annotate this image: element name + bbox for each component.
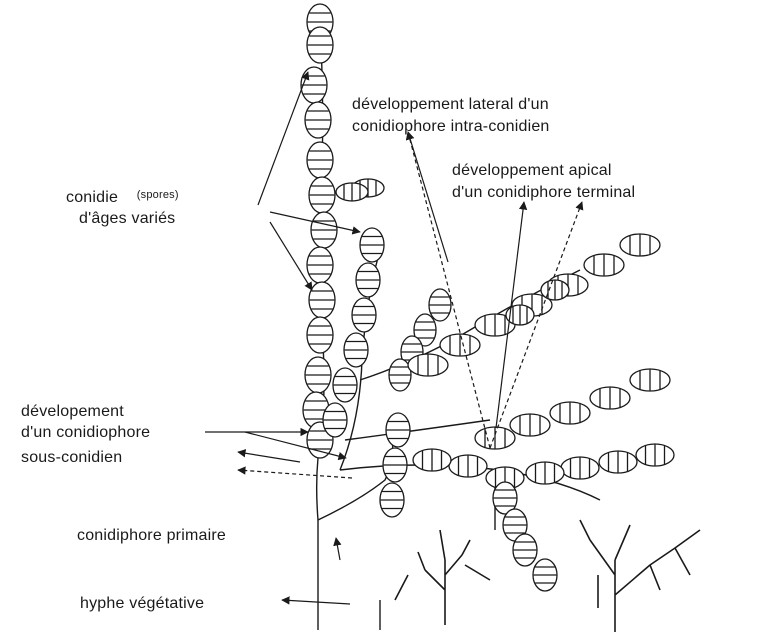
pointer-arrow-1 <box>258 72 308 205</box>
small-conidiophore-3 <box>395 565 490 600</box>
conidia-chains <box>301 4 674 591</box>
small-conidiophore-1 <box>418 530 470 625</box>
label-apical-line1: développement apical <box>452 161 612 180</box>
pointer-arrow-11 <box>238 470 352 478</box>
label-ages-varies: d'âges variés <box>79 209 175 228</box>
label-conidie: conidie (spores) <box>66 188 179 209</box>
label-sous-line3: sous-conidien <box>21 448 122 467</box>
pointer-arrow-2 <box>270 222 312 290</box>
pointer-arrow-13 <box>282 600 350 604</box>
hypha-stem-5 <box>345 420 490 440</box>
label-conidiphore-primaire: conidiphore primaire <box>77 526 226 545</box>
pointer-arrow-12 <box>336 538 340 560</box>
label-lateral-line2: conidiophore intra-conidien <box>352 117 550 136</box>
label-apical-line2: d'un conidiphore terminal <box>452 183 635 202</box>
label-lateral-line1: développement lateral d'un <box>352 95 549 114</box>
label-sous-line2: d'un conidiophore <box>21 423 150 442</box>
label-spores-paren: (spores) <box>137 189 179 201</box>
pointer-arrow-10 <box>238 452 300 462</box>
pointer-arrow-4 <box>408 132 448 262</box>
label-hyphe-vegetative: hyphe végétative <box>80 594 204 613</box>
label-sous-line1: dévelopement <box>21 402 124 421</box>
